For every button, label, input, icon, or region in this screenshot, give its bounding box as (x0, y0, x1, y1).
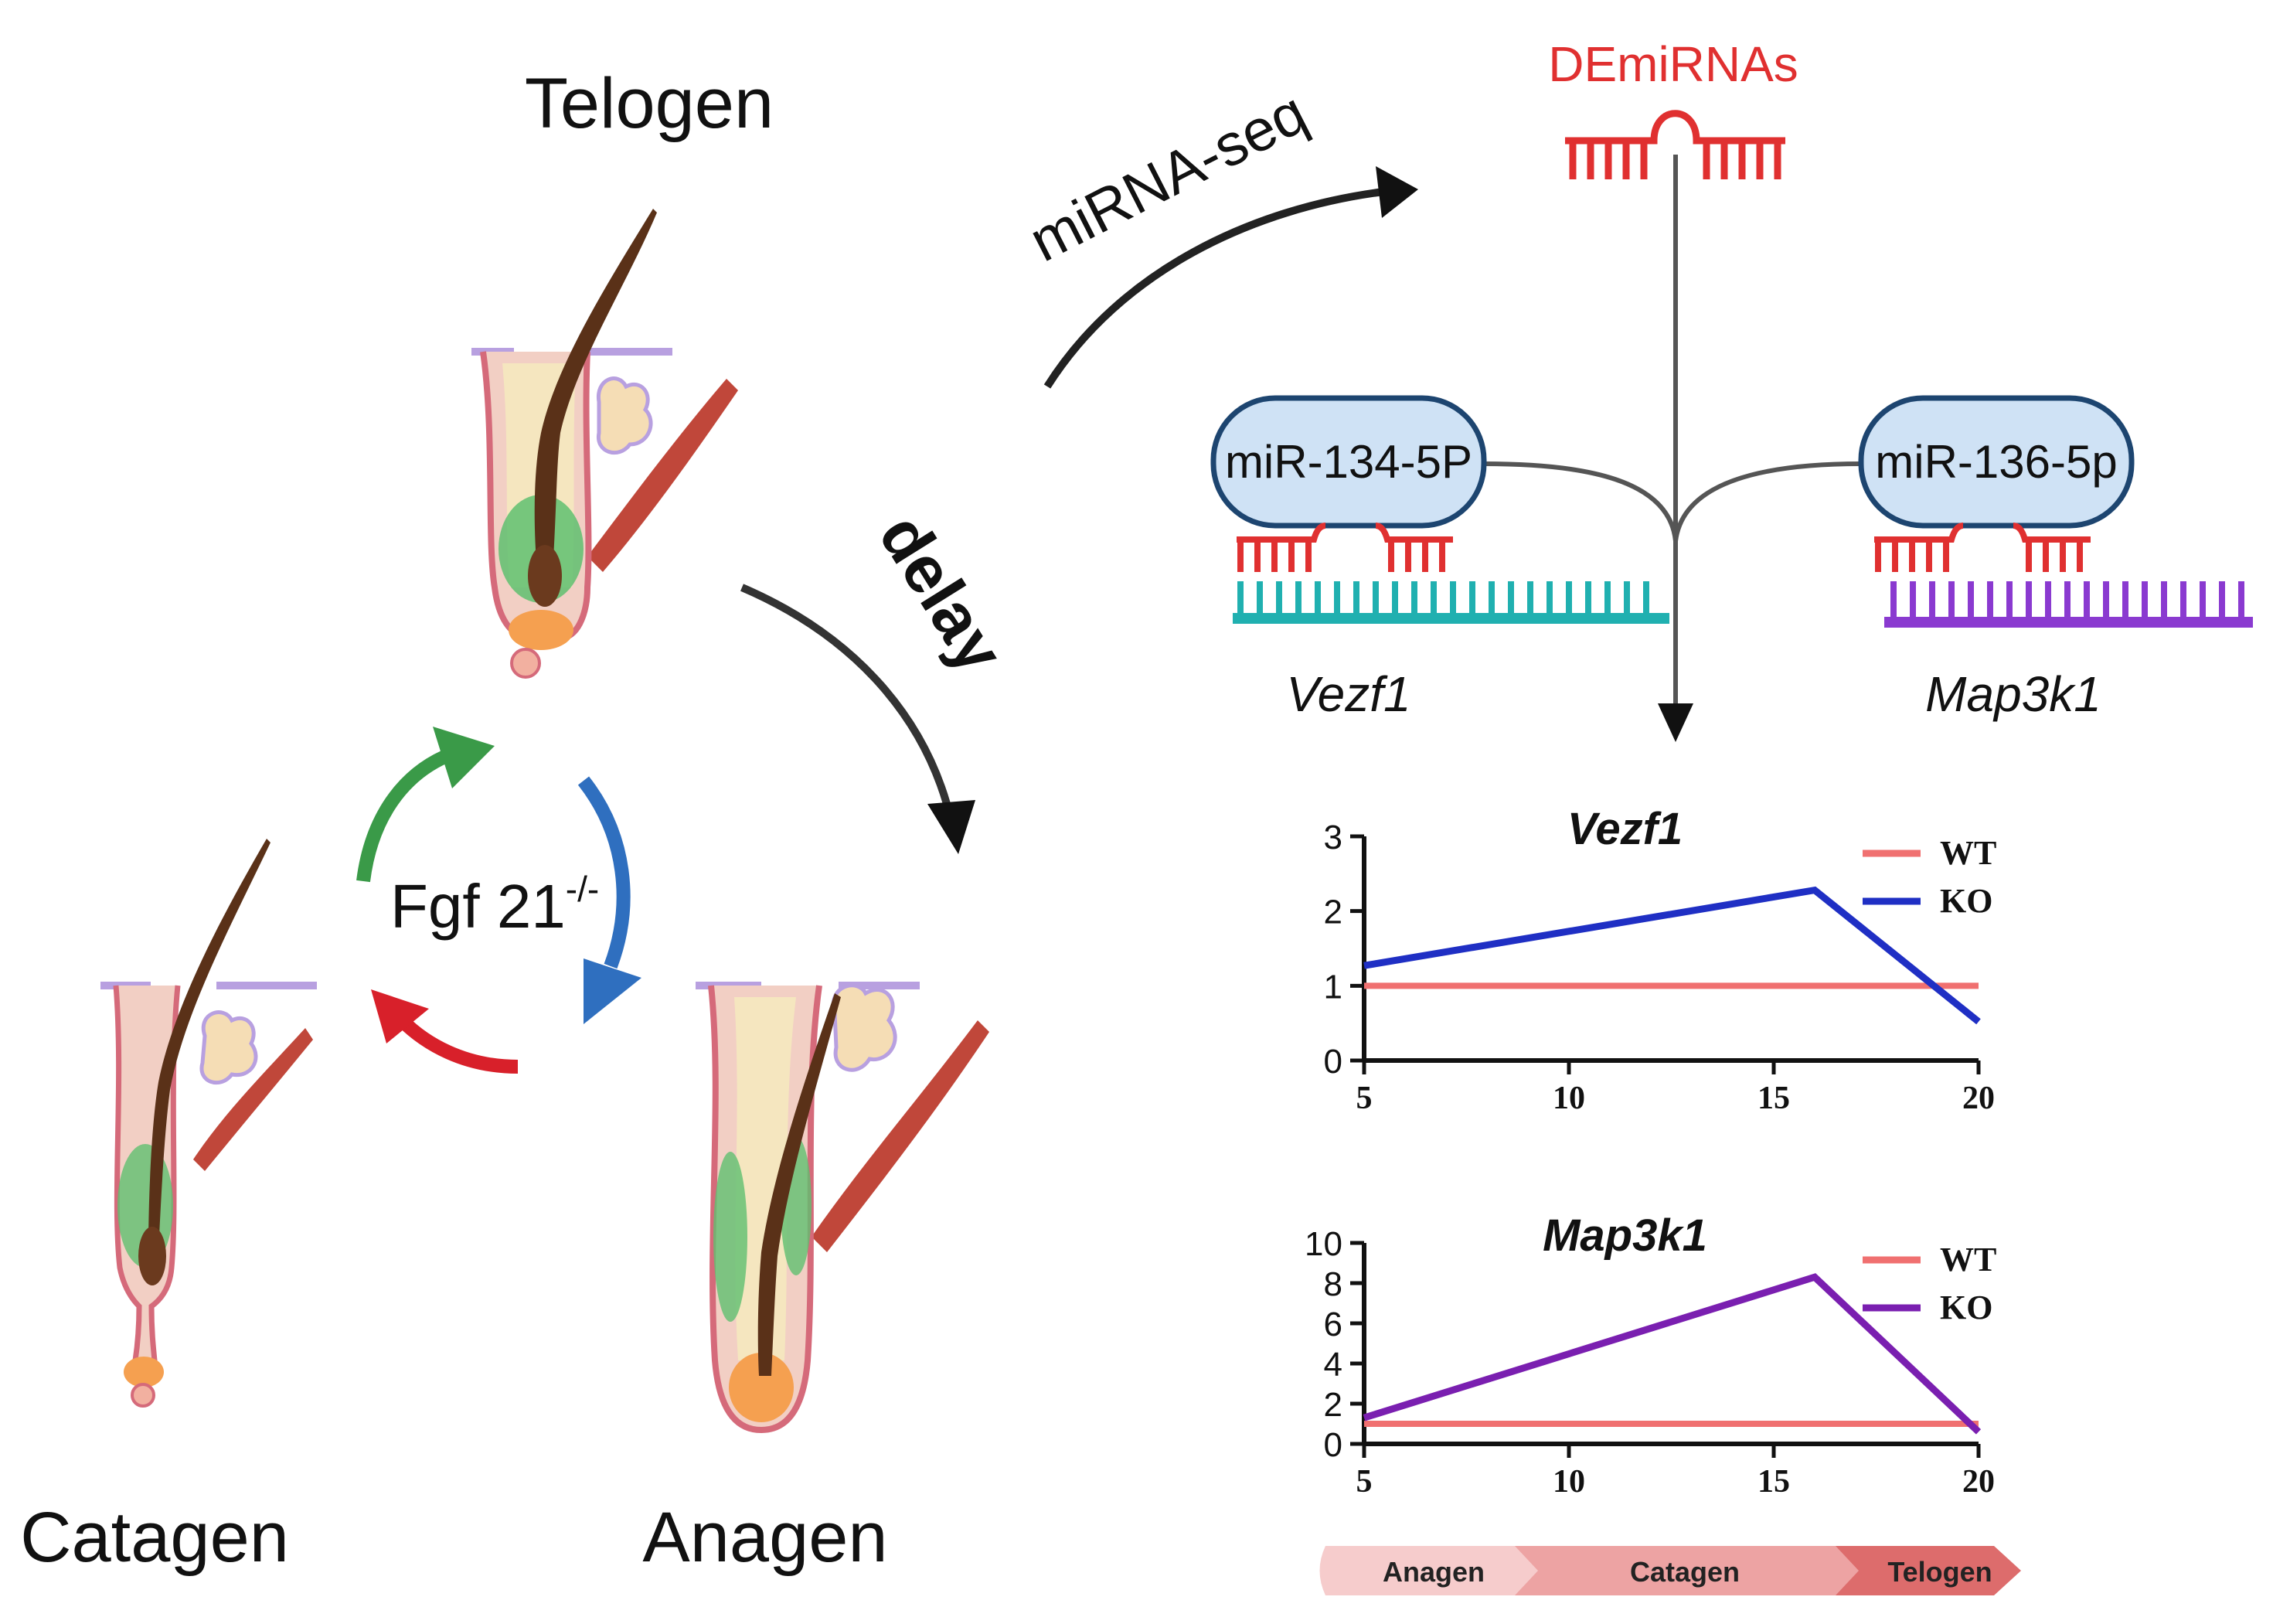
legend-label-ko: KO (1940, 1289, 1992, 1326)
mir134-strand (1237, 523, 1453, 572)
mir134-label: miR-134-5P (1225, 436, 1472, 488)
mir136-strand (1874, 523, 2091, 572)
x-tick-label: 15 (1757, 1464, 1790, 1500)
x-tick-label: 10 (1553, 1464, 1585, 1500)
cycle-label-main: Fgf 21 (390, 872, 566, 941)
delay-label: delay (865, 502, 1018, 686)
series-line-ko (1363, 886, 1981, 1025)
stage-label-anagen: Anagen (642, 1498, 887, 1577)
catagen-follicle-illustration (100, 839, 317, 1408)
mir136-binding-group: miR-136-5p Map3k1 (1858, 395, 2253, 722)
phase-label-catagen: Catagen (1630, 1556, 1740, 1588)
y-tick-label: 1 (1324, 968, 1342, 1006)
cycle-arrowhead-red (371, 989, 429, 1044)
fgf21-cycle: Fgf 21-/- (356, 727, 641, 1074)
vezf1-mrna-strand (1233, 581, 1669, 624)
x-tick-label: 10 (1553, 1081, 1585, 1116)
cycle-arrow-red (396, 1015, 519, 1074)
mir136-label: miR-136-5p (1875, 436, 2117, 488)
legend-label-wt: WT (1940, 1241, 1996, 1278)
y-tick-label: 10 (1305, 1225, 1342, 1263)
demirnas-label: DEmiRNAs (1548, 36, 1798, 92)
map3k1-mrna-strand (1884, 581, 2253, 628)
mirna-seq-arrow: miRNA-seq (1019, 80, 1418, 389)
y-tick-label: 8 (1324, 1265, 1342, 1303)
demirnas-group: DEmiRNAs (1483, 36, 1862, 742)
x-tick-label: 5 (1356, 1081, 1373, 1116)
mirna-seq-label: miRNA-seq (1019, 80, 1317, 274)
cycle-arrowhead-green (433, 727, 495, 788)
branch-to-mir136 (1673, 461, 1862, 542)
mir134-bubble (1210, 395, 1487, 529)
x-tick-label: 20 (1962, 1081, 1995, 1116)
telogen-follicle-illustration (471, 209, 738, 679)
stem-arrowhead (1658, 703, 1693, 742)
mir134-binding-group: miR-134-5P Vezf1 (1210, 395, 1669, 722)
stage-label-telogen: Telogen (525, 64, 774, 143)
map3k1-target-label: Map3k1 (1925, 666, 2101, 722)
phase-bar: Anagen Catagen Telogen (1319, 1546, 2021, 1595)
y-tick-label: 6 (1324, 1306, 1342, 1343)
cycle-arrow-blue (577, 776, 631, 969)
branch-to-mir134 (1483, 461, 1678, 542)
series-line-ko (1363, 1273, 1982, 1435)
legend-label-ko: KO (1940, 882, 1992, 920)
phase-segment-telogen (1836, 1546, 2021, 1595)
y-tick-label: 2 (1324, 1386, 1342, 1424)
cycle-arrowhead-blue (584, 958, 641, 1024)
stage-label-catagen: Catagen (20, 1498, 289, 1577)
cycle-label: Fgf 21-/- (390, 869, 599, 941)
phase-segment-anagen (1319, 1546, 1550, 1595)
chart-title: Map3k1 (1543, 1210, 1707, 1261)
x-tick-label: 15 (1757, 1081, 1790, 1116)
phase-segment-catagen (1515, 1546, 1870, 1595)
phase-label-telogen: Telogen (1887, 1556, 1992, 1588)
delay-arrow: delay (740, 502, 1018, 854)
mir136-bubble (1858, 395, 2135, 529)
x-tick-label: 5 (1356, 1464, 1373, 1500)
cycle-label-superscript: -/- (566, 869, 599, 909)
demirna-hairpin-icon (1565, 110, 1785, 179)
delay-arrowhead (927, 800, 975, 854)
y-tick-label: 3 (1324, 819, 1342, 856)
y-tick-label: 4 (1324, 1346, 1342, 1384)
x-tick-label: 20 (1962, 1464, 1995, 1500)
y-tick-label: 0 (1324, 1043, 1342, 1081)
vezf1-target-label: Vezf1 (1286, 666, 1410, 722)
y-tick-label: 0 (1324, 1426, 1342, 1464)
cycle-arrow-green (356, 747, 455, 883)
mirna-seq-arrowhead (1376, 166, 1418, 218)
anagen-follicle-illustration (696, 982, 989, 1434)
legend-label-wt: WT (1940, 834, 1996, 872)
phase-label-anagen: Anagen (1383, 1556, 1485, 1588)
chart-title: Vezf1 (1567, 804, 1683, 854)
y-tick-label: 2 (1324, 894, 1342, 931)
